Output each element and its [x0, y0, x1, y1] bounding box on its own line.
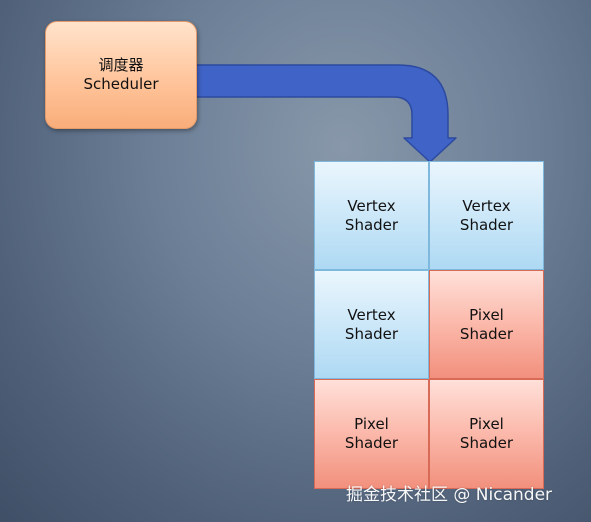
- cell-line1: Pixel: [469, 415, 504, 433]
- cell-line1: Pixel: [469, 305, 504, 324]
- pixel-shader-cell: Pixel Shader: [429, 270, 544, 379]
- cell-line2: Shader: [344, 434, 399, 452]
- pixel-shader-cell: Pixel Shader: [429, 379, 544, 489]
- scheduler-label-cn: 调度器: [98, 56, 144, 74]
- vertex-shader-cell: Vertex Shader: [429, 161, 544, 270]
- watermark-text: 掘金技术社区 @ Nicander: [346, 485, 553, 505]
- cell-line1: Vertex: [347, 305, 396, 324]
- scheduler-label-en: Scheduler: [83, 75, 159, 93]
- scheduler-box: 调度器 Scheduler: [45, 21, 197, 129]
- cell-line1: Pixel: [354, 415, 389, 433]
- cell-line1: Vertex: [347, 196, 396, 215]
- vertex-shader-cell: Vertex Shader: [314, 161, 429, 270]
- cell-line1: Vertex: [462, 196, 511, 215]
- cell-line2: Shader: [344, 324, 399, 343]
- cell-line2: Shader: [459, 434, 514, 452]
- pixel-shader-cell: Pixel Shader: [314, 379, 429, 489]
- cell-line2: Shader: [344, 215, 399, 234]
- cell-line2: Shader: [459, 215, 514, 234]
- vertex-shader-cell: Vertex Shader: [314, 270, 429, 379]
- cell-line2: Shader: [459, 324, 514, 343]
- shader-grid: Vertex Shader Vertex Shader Vertex Shade…: [314, 161, 544, 489]
